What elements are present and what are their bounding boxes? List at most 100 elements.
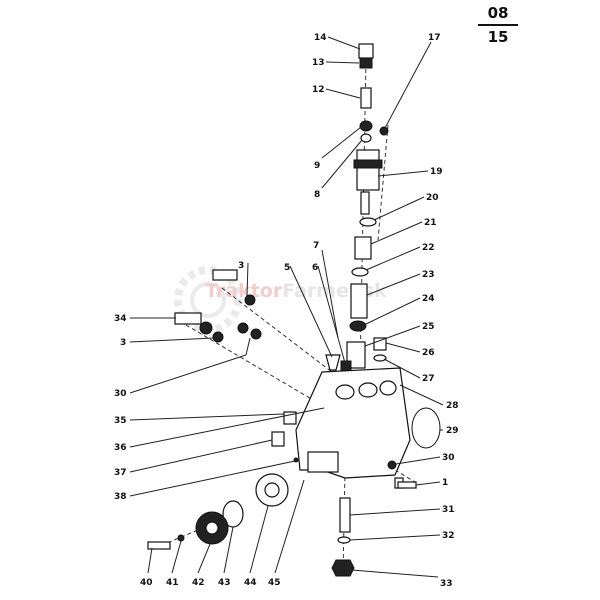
callout-42: 42 (192, 578, 205, 588)
callout-40: 40 (140, 578, 153, 588)
bolt-axis-1 (221, 287, 346, 383)
callouts: 14 13 12 9 8 17 19 20 21 22 7 23 3 5 6 2… (114, 33, 459, 589)
callout-26: 26 (422, 348, 435, 358)
part-21-sleeve (354, 236, 372, 260)
callout-34: 34 (114, 314, 127, 324)
leader-40 (147, 547, 153, 574)
callout-7: 7 (313, 241, 319, 251)
part-8 (360, 133, 372, 143)
page-total: 15 (487, 28, 509, 46)
leader-14 (327, 36, 361, 50)
leader-26 (385, 342, 421, 353)
leader-6 (317, 265, 346, 364)
callout-30-right: 30 (442, 453, 455, 463)
leader-22 (365, 246, 421, 271)
leader-24 (365, 297, 421, 325)
part-20-ring (359, 217, 377, 227)
part-30-washer (387, 460, 397, 470)
page-indicator: 08 15 (478, 4, 518, 46)
callout-8: 8 (314, 190, 320, 200)
leader-28 (399, 384, 444, 406)
watermark-brand-a: Traktor (205, 280, 283, 302)
callout-33: 33 (440, 579, 453, 589)
part-3-washer-lower (212, 331, 224, 343)
callout-1: 1 (442, 478, 448, 488)
part-29-circlip (411, 407, 441, 449)
leader-25 (364, 325, 421, 347)
part-6 (340, 360, 352, 372)
leader-31 (349, 508, 441, 516)
part-33-nut (331, 559, 355, 577)
body-bore-2 (358, 382, 378, 398)
leader-36 (129, 407, 325, 448)
body-bore-1 (335, 384, 355, 400)
part-37-plug (271, 431, 285, 447)
leader-3-top (246, 262, 249, 297)
part-5 (325, 354, 341, 371)
leader-13 (325, 61, 360, 64)
part-27-washer (373, 354, 387, 362)
callout-37: 37 (114, 468, 127, 478)
page-number: 08 (487, 4, 509, 22)
leader-30-right (395, 456, 441, 465)
callout-35: 35 (114, 416, 127, 426)
part-42-hub (205, 521, 219, 535)
leader-8 (321, 139, 363, 189)
part-44-bearing-inner (264, 482, 280, 498)
body-bore-3 (379, 380, 397, 396)
camshaft (307, 451, 339, 473)
leader-30-left (129, 354, 247, 394)
callout-21: 21 (424, 218, 437, 228)
leader-45 (274, 479, 305, 574)
callout-36: 36 (114, 443, 127, 453)
part-23-spring (350, 283, 368, 319)
watermark-brand-b: Farmer (282, 280, 359, 302)
callout-44: 44 (244, 578, 257, 588)
callout-12: 12 (312, 85, 325, 95)
callout-3-top: 3 (238, 261, 244, 271)
part-34-washer (199, 321, 213, 335)
part-19-plunger (360, 191, 370, 215)
leader-35 (129, 413, 285, 421)
part-13 (359, 57, 373, 69)
part-14-delivery-valve-holder (358, 43, 374, 59)
part-9 (359, 120, 373, 132)
part-3-washer-upper (244, 294, 256, 306)
callout-20: 20 (426, 193, 439, 203)
pump-body (295, 367, 411, 479)
callout-31: 31 (442, 505, 455, 515)
callout-19: 19 (430, 167, 443, 177)
part-3-bolt-upper (212, 269, 238, 281)
callout-23: 23 (422, 270, 435, 280)
callout-30-left: 30 (114, 389, 127, 399)
callout-28: 28 (446, 401, 459, 411)
leader-32 (349, 534, 441, 541)
vertical-axis-2 (377, 124, 389, 241)
callout-17: 17 (428, 33, 441, 43)
leader-30-left-b (245, 337, 251, 356)
callout-41: 41 (166, 578, 179, 588)
callout-27: 27 (422, 374, 435, 384)
leader-27 (383, 358, 421, 379)
callout-5: 5 (284, 263, 290, 273)
leader-3-left (129, 337, 215, 343)
part-3-washer-mid (237, 322, 249, 334)
leader-23 (366, 273, 421, 296)
leader-12 (325, 88, 361, 99)
vertical-axis (359, 61, 367, 371)
part-19-pump-element (356, 149, 380, 191)
callout-25: 25 (422, 322, 435, 332)
leader-19 (377, 170, 429, 177)
part-32-washer (337, 536, 351, 544)
part-22-washer (351, 267, 369, 277)
part-19-flange (353, 159, 383, 169)
callout-24: 24 (422, 294, 435, 304)
callout-22: 22 (422, 243, 435, 253)
parts (147, 43, 441, 577)
part-3-washer-right (250, 328, 262, 340)
part-34-bolt (174, 312, 202, 325)
leader-37 (129, 439, 273, 473)
leader-lines (129, 36, 444, 578)
